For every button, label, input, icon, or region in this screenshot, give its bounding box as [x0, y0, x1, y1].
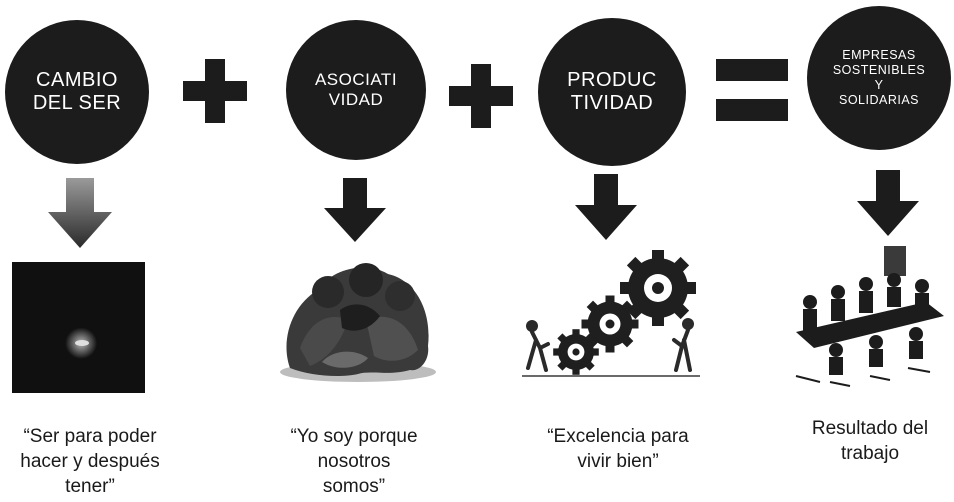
- circle-empresas-sostenibles: EMPRESAS SOSTENIBLES Y SOLIDARIAS: [807, 6, 951, 150]
- circle-text-line: PRODUC: [567, 69, 657, 91]
- circle-text-line: TIVIDAD: [570, 92, 654, 114]
- equals-operator: [716, 59, 788, 121]
- caption-asociatividad: “Yo soy porque nosotros somos”: [290, 426, 418, 497]
- circle-productividad: PRODUC TIVIDAD: [538, 18, 686, 166]
- down-arrow-icon: [324, 178, 386, 242]
- circle-text-line: ASOCIATI: [314, 70, 398, 90]
- circle-text-line: DEL SER: [32, 92, 122, 114]
- dark-square-image: [12, 262, 145, 393]
- circle-cambio-del-ser: CAMBIO DEL SER: [5, 20, 149, 164]
- circle-asociatividad: ASOCIATI VIDAD: [286, 20, 426, 160]
- people-huddle-image: [280, 263, 436, 382]
- plus-operator: [183, 59, 247, 123]
- circle-text-line: SOLIDARIAS: [838, 93, 920, 107]
- circle-text-line: EMPRESAS: [842, 48, 916, 62]
- circle-text-line: SOSTENIBLES: [832, 63, 926, 77]
- meeting-table-image: [795, 246, 944, 387]
- down-arrow-icon: [48, 178, 112, 248]
- circle-text-line: CAMBIO: [36, 69, 118, 91]
- caption-empresas: Resultado del trabajo: [811, 418, 929, 464]
- down-arrow-icon: [575, 174, 637, 240]
- caption-productividad: “Excelencia para vivir bien”: [547, 426, 689, 472]
- circle-text-line: Y: [874, 78, 884, 92]
- down-arrow-icon: [857, 170, 919, 236]
- gears-image: [522, 250, 700, 377]
- caption-cambio-del-ser: “Ser para poder hacer y después tener”: [20, 426, 160, 497]
- circle-text-line: VIDAD: [328, 90, 384, 109]
- plus-operator: [449, 64, 513, 128]
